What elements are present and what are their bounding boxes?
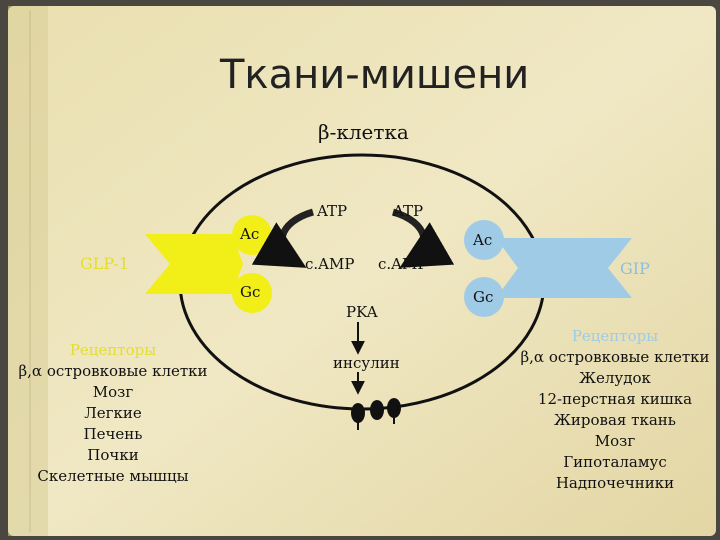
right-camp-label: c.AMP (378, 255, 428, 273)
insulin-label: инсулин (333, 354, 400, 372)
left-atp-label: ATP (317, 202, 348, 220)
right-gc-circle (464, 277, 504, 317)
left-camp-label: c.AMP (305, 255, 355, 273)
right-receptor-item: Надпочечники (555, 474, 675, 492)
left-ac-label: Ac (240, 225, 260, 243)
right-atp-label: ATP (393, 202, 424, 220)
right-receptors-header: Рецепторы (571, 327, 659, 345)
right-receptor-item: Мозг (594, 432, 636, 450)
left-receptor-item: Почки (87, 446, 139, 464)
right-ac-label: Ac (473, 231, 493, 249)
cell-label: β-клетка (318, 120, 409, 144)
paper-page (8, 6, 716, 536)
right-atp-curved-arrow (391, 208, 455, 268)
left-receptor-list: Рецепторы β,α островковые клетки Мозг Ле… (8, 340, 218, 487)
left-receptor-item: Мозг (92, 383, 134, 401)
right-receptor-list: Рецепторы β,α островковые клетки Желудок… (515, 326, 715, 494)
right-gc-label: Gc (473, 288, 494, 306)
page-title: Ткани-мишени (220, 52, 530, 98)
right-receptor-item: β,α островковые клетки (520, 348, 710, 366)
gip-ligand-shape (496, 238, 632, 298)
left-gc-label: Gc (240, 283, 261, 301)
glp1-label: GLP-1 (80, 254, 129, 273)
pka-label: PKA (346, 303, 378, 321)
right-receptor-item: Гипоталамус (563, 453, 667, 471)
left-receptor-item: Печень (83, 425, 143, 443)
left-atp-curved-arrow (251, 208, 315, 268)
right-receptor-item: Жировая ткань (554, 411, 676, 429)
left-receptors-header: Рецепторы (69, 341, 157, 359)
glp1-ligand-shape (145, 234, 243, 294)
right-receptor-item: 12-перстная кишка (537, 390, 693, 408)
left-receptor-item: β,α островковые клетки (18, 362, 208, 380)
left-receptor-item: Легкие (84, 404, 142, 422)
gip-label: GIP (620, 259, 650, 278)
insulin-granules (351, 398, 401, 430)
right-ac-circle (464, 220, 504, 260)
left-receptor-item: Скелетные мышцы (37, 467, 189, 485)
left-gc-circle (232, 273, 272, 313)
binding-shadow (8, 6, 48, 536)
right-receptor-item: Желудок (579, 369, 651, 387)
